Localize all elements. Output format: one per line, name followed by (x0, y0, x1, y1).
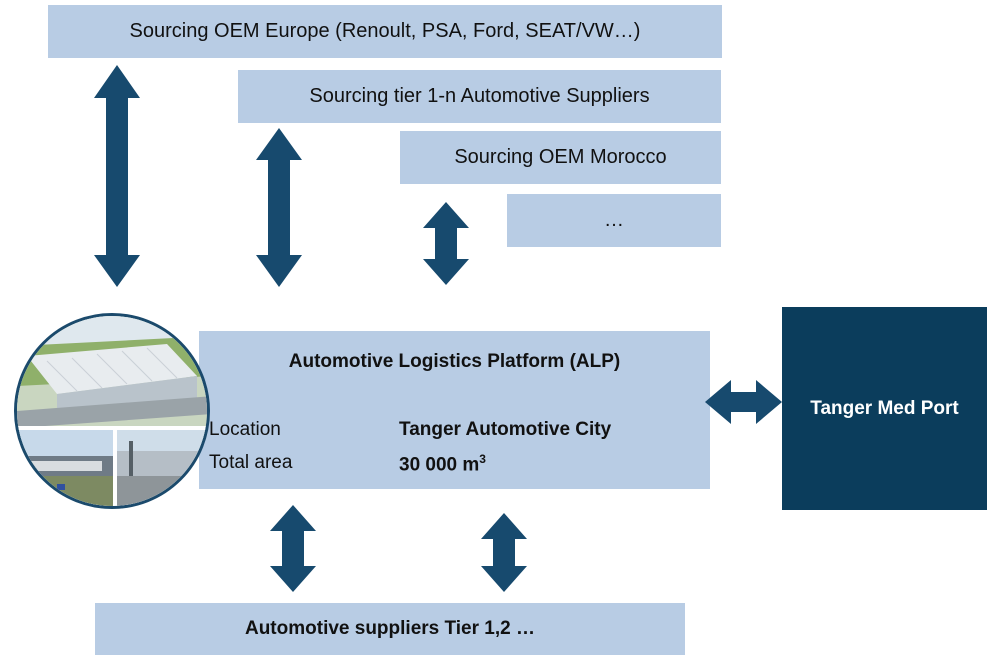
sourcing-more-box: … (507, 194, 721, 247)
alp-location-label: Location (209, 419, 281, 440)
sourcing-tier1n-label: Sourcing tier 1-n Automotive Suppliers (309, 85, 650, 107)
arrow-tier1n-alp (256, 128, 302, 287)
tanger-med-port-box: Tanger Med Port (782, 307, 987, 510)
alp-area-unit-sup: 3 (479, 452, 486, 466)
arrow-alp-suppliers-right (481, 513, 527, 592)
sourcing-more-label: … (604, 209, 624, 231)
automotive-suppliers-box: Automotive suppliers Tier 1,2 … (95, 603, 685, 655)
arrow-alp-suppliers-left (270, 505, 316, 592)
alp-box: Automotive Logistics Platform (ALP) Loca… (199, 331, 710, 489)
arrow-alp-port (705, 380, 782, 424)
sourcing-oem-europe-box: Sourcing OEM Europe (Renoult, PSA, Ford,… (48, 5, 722, 58)
arrow-morocco-alp (423, 202, 469, 285)
tanger-med-port-label: Tanger Med Port (810, 397, 959, 419)
sourcing-oem-morocco-box: Sourcing OEM Morocco (400, 131, 721, 184)
alp-area-value: 30 000 m (399, 454, 480, 476)
platform-photo-illustration (17, 316, 207, 506)
alp-location-value: Tanger Automotive City (399, 419, 612, 440)
sourcing-tier1n-box: Sourcing tier 1-n Automotive Suppliers (238, 70, 721, 123)
platform-photo (14, 313, 210, 509)
sourcing-oem-europe-label: Sourcing OEM Europe (Renoult, PSA, Ford,… (129, 20, 641, 42)
alp-area-label: Total area (209, 452, 293, 473)
alp-title: Automotive Logistics Platform (ALP) (288, 351, 621, 372)
alp-area-value-wrap: 30 000 m3 (399, 452, 486, 476)
arrow-europe-alp (94, 65, 140, 287)
sourcing-oem-morocco-label: Sourcing OEM Morocco (454, 146, 667, 168)
automotive-suppliers-label: Automotive suppliers Tier 1,2 … (244, 618, 535, 639)
